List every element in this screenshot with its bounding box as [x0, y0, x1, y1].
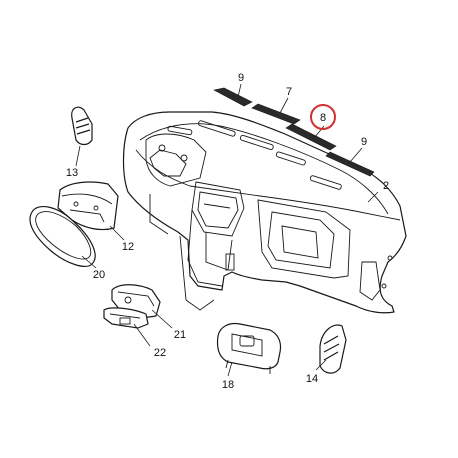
- leader-lines: [75, 83, 379, 377]
- callout-labels: 9 7 8 9 2 13 12 20 21 22 18 14: [66, 72, 389, 391]
- callout-13: 13: [66, 167, 78, 179]
- defroster-grille-7: [251, 103, 301, 125]
- callout-7: 7: [286, 86, 292, 98]
- callout-14: 14: [306, 373, 318, 385]
- callout-21: 21: [174, 329, 186, 341]
- defroster-grille-9-left: [213, 87, 253, 107]
- cluster-hood: [57, 181, 119, 231]
- right-side-vent: [319, 324, 347, 374]
- callout-9-left: 9: [238, 72, 244, 84]
- callout-18: 18: [222, 379, 234, 391]
- left-side-vent: [71, 106, 93, 146]
- switch-panel: [103, 307, 149, 329]
- callout-20: 20: [93, 269, 105, 281]
- callout-9-right: 9: [361, 136, 367, 148]
- lower-panel: [216, 322, 282, 374]
- defroster-grille-8: [285, 123, 337, 151]
- callout-2: 2: [383, 180, 389, 192]
- dashboard-panel: [122, 111, 407, 314]
- callout-8-highlight-ring: [310, 104, 336, 130]
- callout-22: 22: [154, 347, 166, 359]
- callout-12: 12: [122, 241, 134, 253]
- defroster-grille-9-right: [325, 151, 375, 177]
- cluster-bezel: [29, 205, 96, 267]
- callout-8: 8: [320, 112, 326, 124]
